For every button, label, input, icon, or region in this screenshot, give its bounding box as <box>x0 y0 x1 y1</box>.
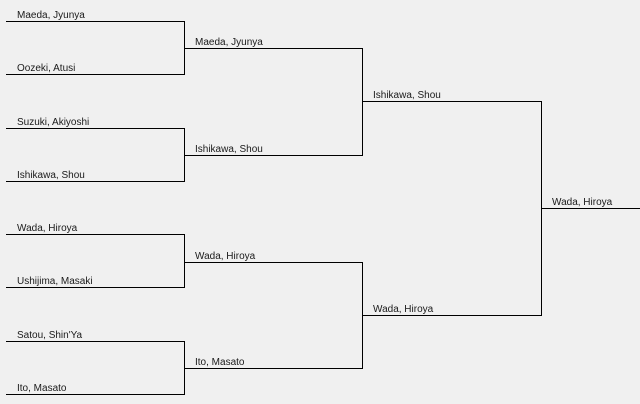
round1-names: Maeda, Jyunya Oozeki, Atusi Suzuki, Akiy… <box>17 10 93 394</box>
round1-name-8: Ito, Masato <box>17 383 67 394</box>
round2-name-1: Maeda, Jyunya <box>195 37 263 48</box>
round1-name-7: Satou, Shin'Ya <box>17 330 83 341</box>
round1-name-4: Ishikawa, Shou <box>17 170 85 181</box>
round3-names: Ishikawa, Shou Wada, Hiroya <box>373 90 441 315</box>
round2-lines <box>184 48 362 369</box>
champion-name: Wada, Hiroya <box>552 197 613 208</box>
round2-name-4: Ito, Masato <box>195 357 245 368</box>
round1-name-6: Ushijima, Masaki <box>17 276 93 287</box>
round2-names: Maeda, Jyunya Ishikawa, Shou Wada, Hiroy… <box>195 37 263 368</box>
round1-name-3: Suzuki, Akiyoshi <box>17 117 89 128</box>
round3-name-2: Wada, Hiroya <box>373 304 434 315</box>
round1-name-2: Oozeki, Atusi <box>17 63 75 74</box>
round1-lines <box>6 21 184 395</box>
round3-lines <box>362 101 541 316</box>
round1-name-5: Wada, Hiroya <box>17 223 78 234</box>
round2-name-2: Ishikawa, Shou <box>195 144 263 155</box>
round3-name-1: Ishikawa, Shou <box>373 90 441 101</box>
round1-name-1: Maeda, Jyunya <box>17 10 85 21</box>
round2-name-3: Wada, Hiroya <box>195 251 256 262</box>
